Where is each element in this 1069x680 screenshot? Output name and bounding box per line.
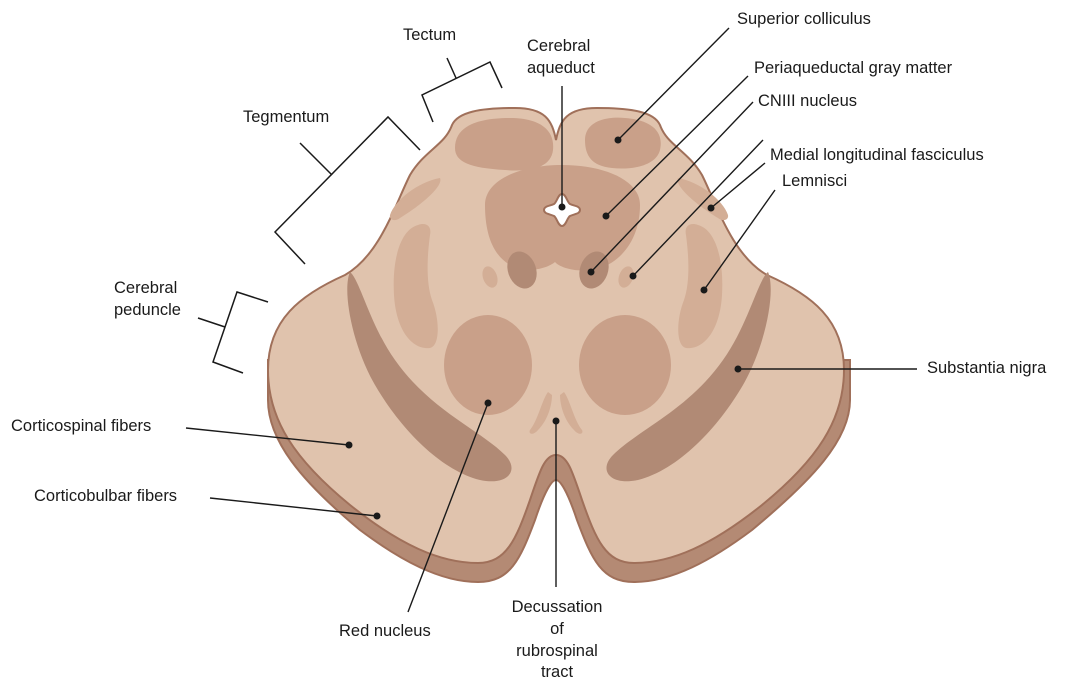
label-corticobulbar: Corticobulbar fibers: [34, 487, 177, 505]
label-cerebral-aqueduct-2: aqueduct: [527, 59, 595, 77]
label-periaqueductal: Periaqueductal gray matter: [754, 59, 953, 77]
label-mlf: Medial longitudinal fasciculus: [770, 146, 984, 164]
label-cerebral-peduncle-2: peduncle: [114, 301, 181, 319]
label-tegmentum: Tegmentum: [243, 108, 329, 126]
superior-colliculus-left: [455, 118, 553, 170]
label-cniii: CNIII nucleus: [758, 92, 857, 110]
midbrain-section: [268, 108, 850, 582]
label-cerebral-peduncle-1: Cerebral: [114, 279, 177, 297]
label-tectum: Tectum: [403, 26, 456, 44]
label-lemnisci: Lemnisci: [782, 172, 847, 190]
bracket-cerebral-peduncle: [198, 292, 268, 373]
label-decussation-4: tract: [541, 663, 574, 680]
red-nucleus-right: [579, 315, 671, 415]
label-decussation-1: Decussation: [512, 598, 603, 616]
label-cerebral-aqueduct-1: Cerebral: [527, 37, 590, 55]
label-red-nucleus: Red nucleus: [339, 622, 431, 640]
label-substantia-nigra: Substantia nigra: [927, 359, 1047, 377]
superior-colliculus-right: [585, 118, 661, 169]
label-superior-colliculus: Superior colliculus: [737, 10, 871, 28]
label-corticospinal: Corticospinal fibers: [11, 417, 151, 435]
label-decussation-3: rubrospinal: [516, 642, 598, 660]
label-decussation-2: of: [550, 620, 564, 638]
